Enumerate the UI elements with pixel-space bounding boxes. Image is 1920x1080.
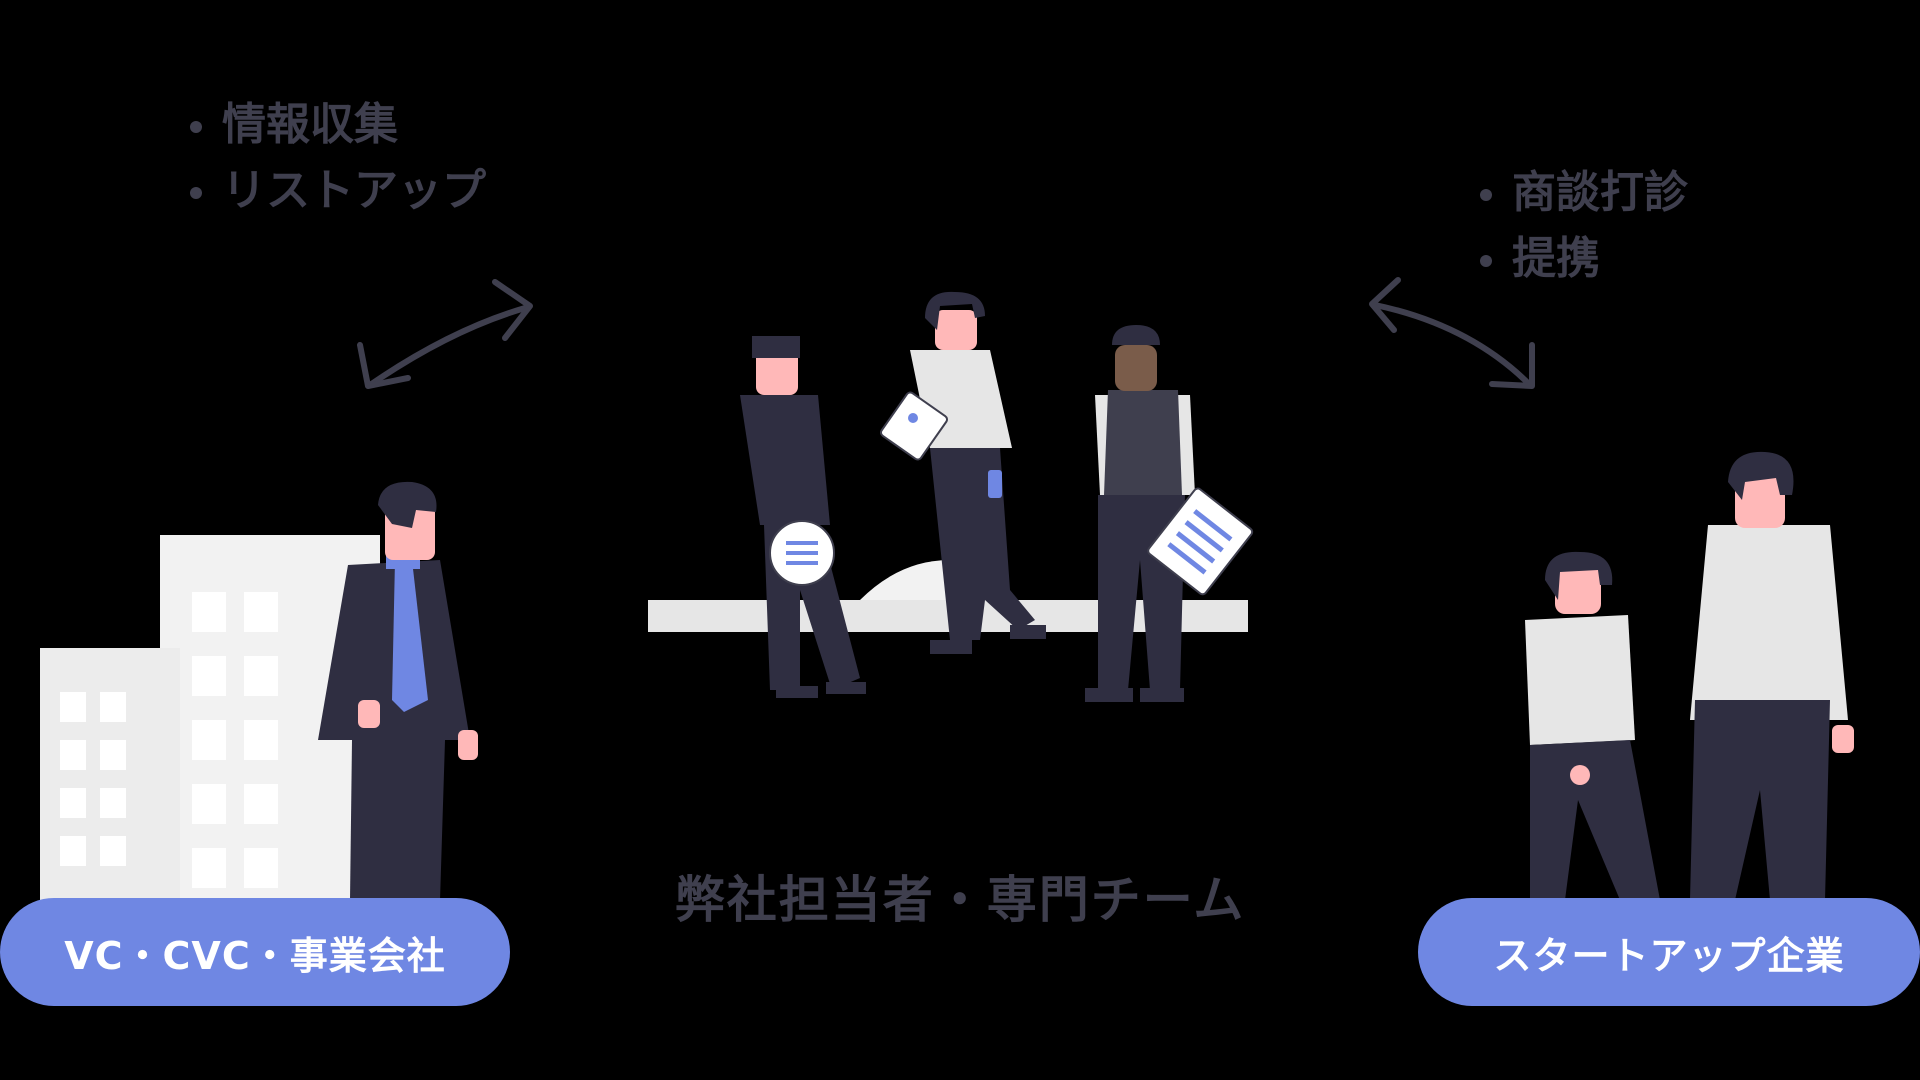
bullet-dot <box>190 121 202 133</box>
bullet-dot <box>1480 189 1492 201</box>
left-bullet-1: 情報収集 <box>190 92 486 158</box>
left-bullet-2: リストアップ <box>190 158 486 224</box>
right-bullet-1: 商談打診 <box>1480 160 1688 226</box>
right-bullet-2: 提携 <box>1480 226 1688 292</box>
startup-member-2 <box>1690 451 1854 900</box>
bullet-dot <box>190 187 202 199</box>
list-badge-icon <box>769 520 835 586</box>
right-bullet-1-text: 商談打診 <box>1512 167 1688 218</box>
right-bullet-list: 商談打診 提携 <box>1480 160 1688 292</box>
double-arrow-right-icon <box>1369 277 1535 389</box>
team-member-3 <box>1085 325 1195 702</box>
double-arrow-left-icon <box>357 279 533 389</box>
bullet-dot <box>1480 255 1492 267</box>
left-party-pill: VC・CVC・事業会社 <box>0 898 510 1006</box>
center-team-label: 弊社担当者・専門チーム <box>674 871 1246 929</box>
startup-member-1 <box>1525 551 1660 900</box>
team-member-1 <box>740 336 866 698</box>
left-bullet-2-text: リストアップ <box>222 165 486 216</box>
businessman-figure <box>318 481 478 900</box>
right-party-pill: スタートアップ企業 <box>1418 898 1920 1006</box>
left-bullet-list: 情報収集 リストアップ <box>190 92 486 224</box>
right-bullet-2-text: 提携 <box>1512 233 1600 284</box>
document-icon <box>1147 487 1254 596</box>
document-icon <box>879 391 949 461</box>
left-bullet-1-text: 情報収集 <box>222 99 398 150</box>
